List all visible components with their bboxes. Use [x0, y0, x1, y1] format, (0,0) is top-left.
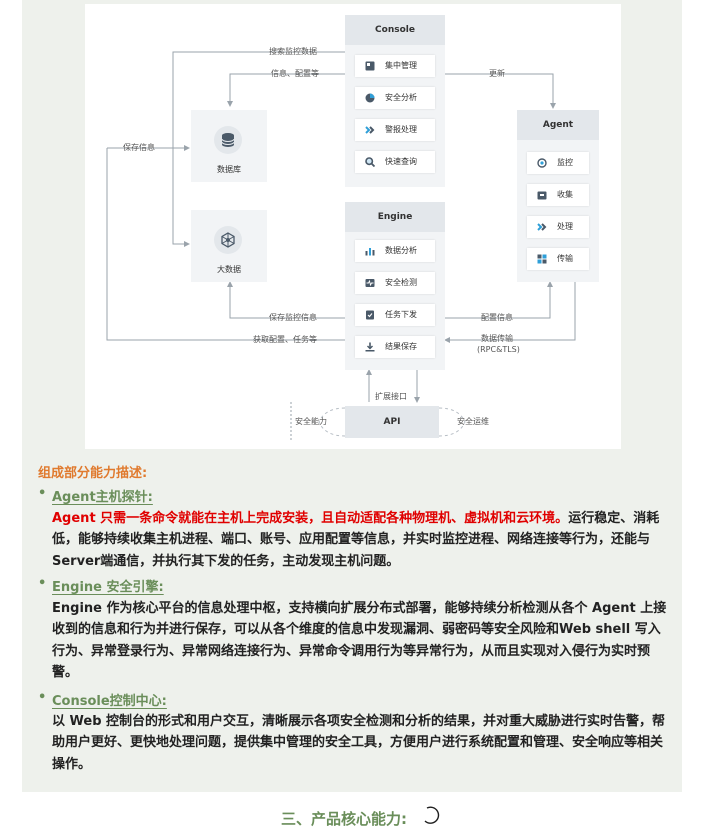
alert-icon — [365, 126, 375, 134]
engine-item-security-detection: 安全检测 — [355, 272, 435, 294]
components-heading: 组成部分能力描述: — [38, 466, 148, 481]
section-agent-text: Agent 只需一条命令就能在主机上完成安装，且自动适配各种物理机、虚拟机和云环… — [52, 508, 672, 572]
bigdata-node: 大数据 — [191, 210, 267, 282]
network-icon — [214, 226, 242, 254]
bullet-icon: • — [38, 486, 47, 501]
highlight-text: Agent 只需一条命令就能在主机上完成安装，且自动适配各种物理机、虚拟机和云环… — [52, 511, 569, 526]
bullet-icon: • — [38, 576, 47, 591]
console-item-quick-query: 快速查询 — [355, 151, 435, 173]
engine-title: Engine — [345, 202, 445, 232]
download-icon — [365, 342, 375, 352]
label-protocol: (RPC&TLS) — [477, 345, 520, 354]
console-item-alert-handling: 警报处理 — [355, 119, 435, 141]
console-title: Console — [345, 15, 445, 45]
agent-item-monitor: 监控 — [527, 152, 589, 174]
engine-item-label: 安全检测 — [385, 278, 417, 287]
pie-icon — [365, 93, 375, 103]
agent-item-transfer: 传输 — [527, 248, 589, 270]
section-title: Agent主机探针: — [52, 490, 153, 505]
console-item-label: 快速查询 — [385, 157, 417, 166]
section-title: Engine 安全引擎: — [52, 580, 164, 595]
engine-item-result-save: 结果保存 — [355, 336, 435, 358]
section-console-text: 以 Web 控制台的形式和用户交互，清晰展示各项安全检测和分析的结果，并对重大威… — [52, 711, 672, 775]
label-security-ops: 安全运维 — [457, 417, 489, 426]
bullet-icon: • — [38, 690, 47, 705]
engine-item-label: 任务下发 — [385, 310, 417, 319]
label-extension: 扩展接口 — [375, 392, 407, 401]
connector-lines — [106, 51, 576, 441]
section-engine-text: Engine 作为核心平台的信息处理中枢，支持横向扩展分布式部署，能够持续分析检… — [52, 598, 672, 684]
database-icon — [214, 126, 242, 154]
console-item-centralized-management: 集中管理 — [355, 55, 435, 77]
footer-title: 三、产品核心能力: — [281, 806, 440, 829]
agent-item-label: 监控 — [557, 158, 573, 167]
task-icon — [366, 310, 374, 320]
swirl-icon — [424, 806, 440, 824]
label-config-info: 配置信息 — [481, 313, 513, 322]
console-item-label: 安全分析 — [385, 93, 417, 102]
section-title: Console控制中心: — [52, 694, 167, 709]
console-item-security-analysis: 安全分析 — [355, 87, 435, 109]
agent-item-collect: 收集 — [527, 184, 589, 206]
label-security-capability: 安全能力 — [295, 417, 327, 426]
agent-item-label: 收集 — [557, 190, 573, 199]
monitor-icon — [537, 158, 547, 168]
agent-item-label: 传输 — [557, 254, 573, 263]
label-save-info: 保存信息 — [123, 143, 155, 152]
console-item-label: 警报处理 — [385, 125, 417, 134]
bigdata-label: 大数据 — [217, 265, 241, 274]
process-icon — [537, 223, 547, 231]
api-box: API — [345, 406, 439, 438]
engine-item-label: 数据分析 — [385, 246, 417, 255]
engine-box: Engine 数据分析 安全检测 任务下发 结果保存 — [345, 202, 445, 370]
body-text: 运行稳定、消耗低，能够持续收集主机进程、端口、账号、应用配置等信息，并实时监控进… — [52, 511, 660, 569]
agent-item-label: 处理 — [557, 222, 573, 231]
database-node: 数据库 — [191, 110, 267, 182]
architecture-diagram: Console 集中管理 安全分析 警报处理 快速查询 Engine 数据分析 … — [85, 4, 621, 449]
footer-title-text: 三、产品核心能力: — [281, 810, 407, 828]
engine-item-data-analysis: 数据分析 — [355, 240, 435, 262]
database-label: 数据库 — [217, 165, 241, 174]
body-text: Engine 作为核心平台的信息处理中枢，支持横向扩展分布式部署，能够持续分析检… — [52, 601, 667, 681]
scan-icon — [365, 279, 375, 287]
grid-icon — [365, 61, 375, 71]
console-box: Console 集中管理 安全分析 警报处理 快速查询 — [345, 15, 445, 187]
label-data-transfer: 数据传输 — [481, 334, 513, 343]
search-icon — [365, 157, 375, 167]
engine-item-label: 结果保存 — [385, 342, 417, 351]
label-search-data: 搜索监控数据 — [269, 47, 317, 56]
agent-item-process: 处理 — [527, 216, 589, 238]
body-text: 以 Web 控制台的形式和用户交互，清晰展示各项安全检测和分析的结果，并对重大威… — [52, 714, 666, 772]
engine-item-task-dispatch: 任务下发 — [355, 304, 435, 326]
bar-chart-icon — [365, 248, 375, 256]
agent-box: Agent 监控 收集 处理 传输 — [517, 110, 599, 282]
label-info-config: 信息、配置等 — [271, 69, 319, 78]
label-save-monitor: 保存监控信息 — [269, 313, 317, 322]
agent-title: Agent — [517, 110, 599, 140]
transfer-icon — [537, 254, 547, 264]
label-get-config: 获取配置、任务等 — [253, 335, 317, 344]
console-item-label: 集中管理 — [385, 61, 417, 70]
label-update: 更新 — [489, 69, 505, 78]
collect-icon — [537, 191, 547, 200]
